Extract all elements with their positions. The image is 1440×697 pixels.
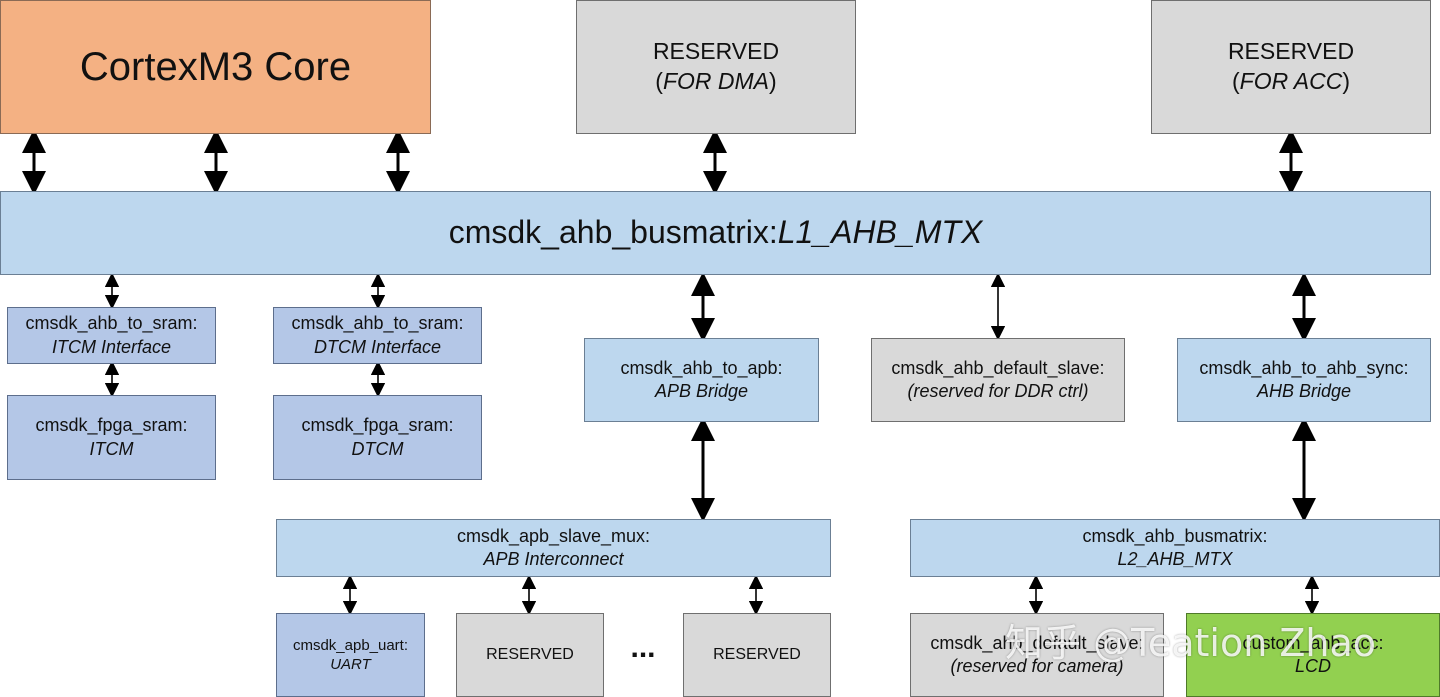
itcm-interface-block: cmsdk_ahb_to_sram: ITCM Interface bbox=[7, 307, 216, 364]
dtcm-interface-block: cmsdk_ahb_to_sram: DTCM Interface bbox=[273, 307, 482, 364]
apb-bridge-block: cmsdk_ahb_to_apb: APB Bridge bbox=[584, 338, 819, 422]
l2-ahb-busmatrix-block: cmsdk_ahb_busmatrix: L2_AHB_MTX bbox=[910, 519, 1440, 577]
itcm-line1: cmsdk_fpga_sram: bbox=[35, 415, 188, 436]
apb-mux-line2: APB Interconnect bbox=[483, 549, 624, 569]
ahb-bridge-line2: AHB Bridge bbox=[1256, 381, 1352, 401]
cam-line2: (reserved for camera) bbox=[950, 656, 1124, 676]
apb-slave-mux-block: cmsdk_apb_slave_mux: APB Interconnect bbox=[276, 519, 831, 577]
dtcm-line2: DTCM bbox=[351, 438, 404, 459]
reserved-dma-subtitle: (FOR DMA) bbox=[655, 68, 777, 94]
apb-bridge-line1: cmsdk_ahb_to_apb: bbox=[620, 357, 783, 378]
apb-reserved-block-2: RESERVED bbox=[683, 613, 831, 697]
reserved-acc-block: RESERVED (FOR ACC) bbox=[1151, 0, 1431, 134]
itcm-if-line2: ITCM Interface bbox=[51, 336, 172, 357]
lcd-line2: LCD bbox=[1294, 656, 1331, 676]
dtcm-if-line1: cmsdk_ahb_to_sram: bbox=[291, 313, 464, 334]
cortexm3-core-block: CortexM3 Core bbox=[0, 0, 431, 134]
reserved-dma-block: RESERVED (FOR DMA) bbox=[576, 0, 856, 134]
ddr-line1: cmsdk_ahb_default_slave: bbox=[891, 357, 1105, 378]
uart-line2: UART bbox=[330, 656, 371, 673]
uart-line1: cmsdk_apb_uart: bbox=[292, 636, 409, 654]
apb-reserved-block-1: RESERVED bbox=[456, 613, 604, 697]
ahb-bridge-block: cmsdk_ahb_to_ahb_sync: AHB Bridge bbox=[1177, 338, 1431, 422]
ddr-line2: (reserved for DDR ctrl) bbox=[907, 381, 1089, 401]
reserved-acc-title: RESERVED bbox=[1227, 38, 1355, 65]
lcd-accelerator-block: custom_ahb_acc: LCD bbox=[1186, 613, 1440, 697]
dtcm-block: cmsdk_fpga_sram: DTCM bbox=[273, 395, 482, 480]
reserved-dma-title: RESERVED bbox=[652, 38, 780, 65]
default-slave-camera-block: cmsdk_ahb_default_slave: (reserved for c… bbox=[910, 613, 1164, 697]
ahb-bridge-line1: cmsdk_ahb_to_ahb_sync: bbox=[1199, 357, 1409, 378]
apb-reserved-2-label: RESERVED bbox=[713, 645, 801, 663]
dtcm-line1: cmsdk_fpga_sram: bbox=[301, 415, 454, 436]
apb-bridge-line2: APB Bridge bbox=[654, 381, 749, 401]
dtcm-if-line2: DTCM Interface bbox=[313, 336, 442, 357]
uart-block: cmsdk_apb_uart: UART bbox=[276, 613, 425, 697]
l1-matrix-label: cmsdk_ahb_busmatrix:L1_AHB_MTX bbox=[448, 214, 983, 251]
core-label: CortexM3 Core bbox=[79, 45, 352, 89]
reserved-acc-subtitle: (FOR ACC) bbox=[1232, 68, 1350, 94]
itcm-line2: ITCM bbox=[89, 438, 134, 459]
itcm-block: cmsdk_fpga_sram: ITCM bbox=[7, 395, 216, 480]
default-slave-ddr-block: cmsdk_ahb_default_slave: (reserved for D… bbox=[871, 338, 1125, 422]
l2-line2: L2_AHB_MTX bbox=[1117, 549, 1233, 569]
l1-ahb-busmatrix: cmsdk_ahb_busmatrix:L1_AHB_MTX bbox=[0, 191, 1431, 275]
apb-mux-line1: cmsdk_apb_slave_mux: bbox=[456, 525, 651, 546]
lcd-line1: custom_ahb_acc: bbox=[1242, 632, 1384, 653]
l2-line1: cmsdk_ahb_busmatrix: bbox=[1082, 525, 1268, 546]
cam-line1: cmsdk_ahb_default_slave: bbox=[930, 632, 1144, 653]
itcm-if-line1: cmsdk_ahb_to_sram: bbox=[25, 313, 198, 334]
apb-reserved-1-label: RESERVED bbox=[486, 645, 574, 663]
ellipsis: ... bbox=[630, 631, 656, 664]
